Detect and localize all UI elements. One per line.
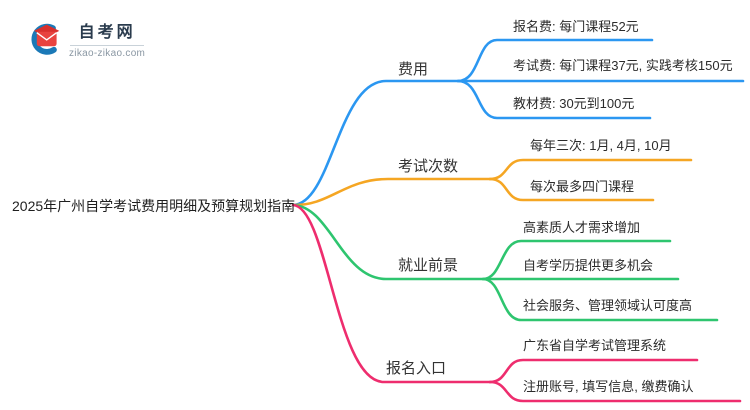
leaf-node-signup-steps: 注册账号, 填写信息, 缴费确认 (523, 379, 694, 394)
branch-line-signup-down (488, 380, 742, 403)
branch-label-fees: 费用 (398, 61, 429, 78)
branch-label-career: 就业前景 (398, 257, 459, 274)
branch-line-fees-up (456, 38, 654, 83)
leaf-node-management-system: 广东省自学考试管理系统 (523, 338, 667, 353)
branch-line-fees-trunk (291, 79, 745, 207)
site-logo[interactable]: 自考网 zikao-zikao.com (26, 18, 145, 59)
branch-line-examtimes-trunk (291, 177, 492, 207)
leaf-node-talent-demand: 高素质人才需求增加 (523, 220, 641, 235)
branch-line-career-trunk (291, 203, 680, 281)
root-node-title: 2025年广州自学考试费用明细及预算规划指南 (12, 198, 296, 214)
leaf-node-more-opportunities: 自考学历提供更多机会 (523, 258, 654, 273)
branch-line-career-up (481, 239, 672, 281)
branch-line-signup-trunk (291, 203, 492, 384)
branch-label-signup: 报名入口 (386, 360, 447, 377)
leaf-node-textbook-fee: 教材费: 30元到100元 (513, 96, 635, 111)
branch-line-signup-up (488, 358, 699, 384)
branch-line-fees-down (456, 79, 652, 120)
logo-site-name: 自考网 (78, 24, 136, 41)
branch-line-examtimes-down (488, 177, 655, 202)
graduation-cap-icon (31, 23, 60, 55)
logo-text-block: 自考网 zikao-zikao.com (69, 18, 145, 59)
logo-divider (70, 45, 145, 46)
branch-line-career-down (481, 277, 719, 322)
leaf-node-recognition: 社会服务、管理领域认可度高 (523, 298, 693, 313)
leaf-node-registration-fee: 报名费: 每门课程52元 (513, 19, 639, 34)
leaf-node-max-courses: 每次最多四门课程 (530, 179, 635, 194)
leaf-node-exam-fee: 考试费: 每门课程37元, 实践考核150元 (513, 58, 733, 73)
branch-label-examtimes: 考试次数 (398, 158, 459, 175)
leaf-node-exam-months: 每年三次: 1月, 4月, 10月 (530, 138, 672, 153)
logo-site-domain: zikao-zikao.com (69, 48, 146, 59)
